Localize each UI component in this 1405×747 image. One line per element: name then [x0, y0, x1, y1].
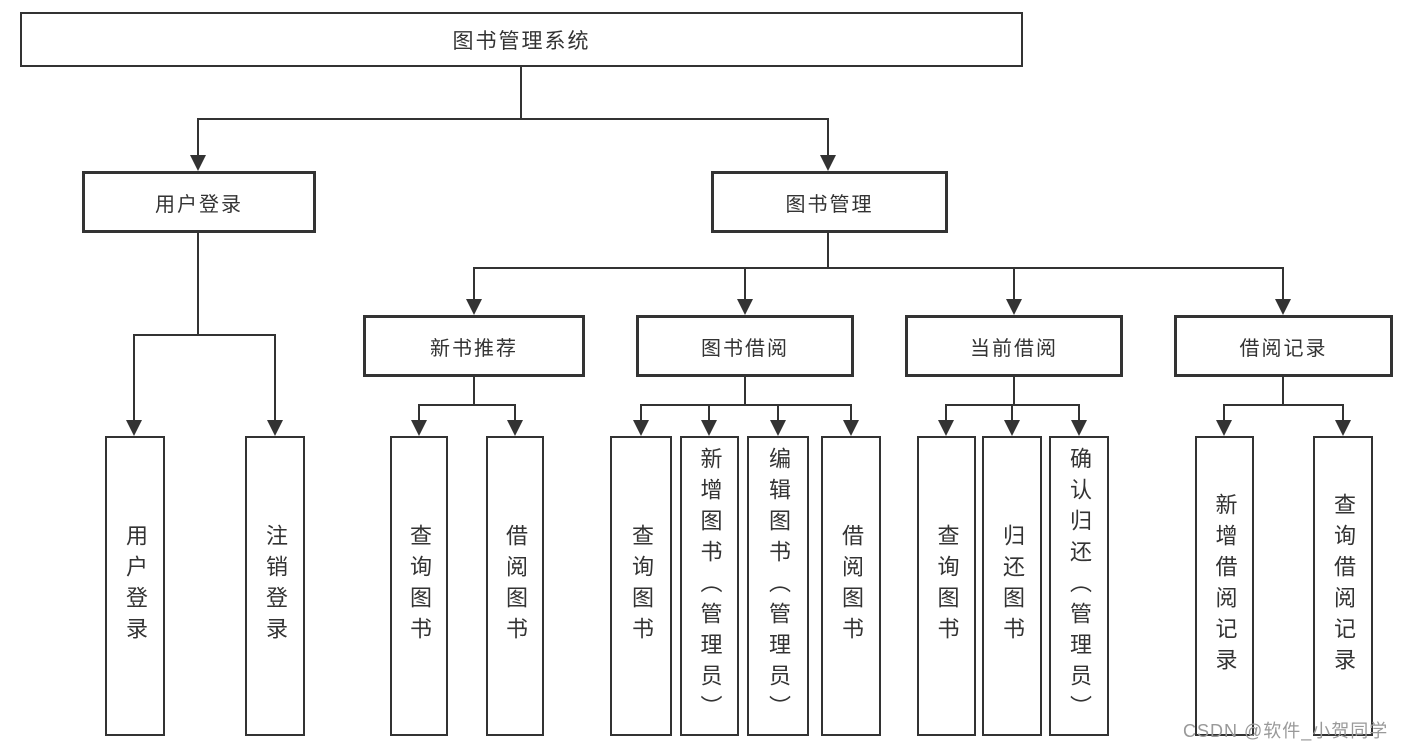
- leaf-label: 注销登录: [263, 524, 288, 648]
- connector-drop-book-borrow: [744, 267, 746, 300]
- arrow-down-icon: [1006, 299, 1022, 315]
- connector-group2-drop0: [945, 404, 947, 421]
- leaf-query-books-borrow: 查询图书: [610, 436, 672, 736]
- node-label: 当前借阅: [970, 337, 1058, 360]
- connector-group1-drop1: [708, 404, 710, 421]
- leaf-label: 新增借阅记录: [1212, 493, 1238, 679]
- connector-root-bus: [197, 118, 829, 120]
- node-label: 图书管理: [785, 193, 874, 216]
- arrow-down-icon: [1216, 420, 1232, 436]
- leaf-query-borrow-record: 查询借阅记录: [1313, 436, 1373, 736]
- connector-group1-drop2: [777, 404, 779, 421]
- leaf-query-books-recommend: 查询图书: [390, 436, 448, 736]
- arrow-down-icon: [507, 420, 523, 436]
- connector-userlogin-bus: [133, 334, 276, 336]
- leaf-label: 查询图书: [934, 524, 960, 648]
- connector-bookmgmt-stem: [827, 233, 829, 268]
- leaf-label: 编辑图书（管理员）: [766, 446, 791, 726]
- arrow-down-icon: [737, 299, 753, 315]
- leaf-user-login: 用户登录: [105, 436, 165, 736]
- connector-root-stem: [520, 67, 522, 119]
- arrow-down-icon: [190, 155, 206, 171]
- arrow-down-icon: [701, 420, 717, 436]
- node-book-management: 图书管理: [711, 171, 948, 233]
- arrow-down-icon: [1335, 420, 1351, 436]
- connector-userlogin-stem: [197, 233, 199, 335]
- connector-group2-stem: [1013, 377, 1015, 405]
- node-label: 用户登录: [155, 193, 243, 216]
- arrow-down-icon: [938, 420, 954, 436]
- node-label: 新书推荐: [430, 337, 518, 360]
- connector-group2-drop1: [1011, 404, 1013, 421]
- leaf-label: 借阅图书: [503, 524, 528, 648]
- leaf-borrow-books-recommend: 借阅图书: [486, 436, 544, 736]
- leaf-label: 查询图书: [629, 524, 654, 648]
- connector-drop-new-book: [473, 267, 475, 300]
- connector-group1-bus: [640, 404, 852, 406]
- arrow-down-icon: [843, 420, 859, 436]
- arrow-down-icon: [466, 299, 482, 315]
- leaf-add-borrow-record: 新增借阅记录: [1195, 436, 1254, 736]
- connector-drop-user-login: [197, 118, 199, 156]
- arrow-down-icon: [1275, 299, 1291, 315]
- node-book-borrow: 图书借阅: [636, 315, 854, 377]
- leaf-label: 查询借阅记录: [1331, 493, 1356, 679]
- leaf-label: 用户登录: [123, 524, 148, 648]
- connector-drop-current-borrow: [1013, 267, 1015, 300]
- leaf-label: 借阅图书: [839, 524, 864, 648]
- connector-group3-drop1: [1342, 404, 1344, 421]
- connector-group1-stem: [744, 377, 746, 405]
- leaf-logout: 注销登录: [245, 436, 305, 736]
- connector-group0-drop1: [514, 404, 516, 421]
- connector-group3-bus: [1223, 404, 1344, 406]
- arrow-down-icon: [1071, 420, 1087, 436]
- leaf-label: 查询图书: [407, 524, 432, 648]
- arrow-down-icon: [126, 420, 142, 436]
- node-library-management-system: 图书管理系统: [20, 12, 1023, 67]
- leaf-label: 新增图书（管理员）: [697, 446, 723, 726]
- leaf-confirm-return-admin: 确认归还（管理员）: [1049, 436, 1109, 736]
- node-borrow-records: 借阅记录: [1174, 315, 1393, 377]
- leaf-edit-books-admin: 编辑图书（管理员）: [747, 436, 809, 736]
- leaf-query-books-current: 查询图书: [917, 436, 976, 736]
- leaf-label: 归还图书: [1000, 524, 1025, 648]
- connector-drop-book-management: [827, 118, 829, 156]
- node-label: 图书管理系统: [452, 29, 591, 53]
- connector-group0-bus: [418, 404, 516, 406]
- csdn-watermark: CSDN @软件_小贺同学: [1183, 721, 1389, 741]
- node-label: 借阅记录: [1239, 337, 1328, 360]
- arrow-down-icon: [267, 420, 283, 436]
- arrow-down-icon: [770, 420, 786, 436]
- connector-group2-drop2: [1078, 404, 1080, 421]
- arrow-down-icon: [1004, 420, 1020, 436]
- arrow-down-icon: [411, 420, 427, 436]
- connector-drop-login-leaf: [133, 334, 135, 421]
- node-label: 图书借阅: [701, 337, 789, 360]
- connector-drop-borrow-records: [1282, 267, 1284, 300]
- leaf-borrow-books: 借阅图书: [821, 436, 881, 736]
- connector-group1-drop0: [640, 404, 642, 421]
- arrow-down-icon: [633, 420, 649, 436]
- node-new-book-recommend: 新书推荐: [363, 315, 585, 377]
- connector-group0-drop0: [418, 404, 420, 421]
- connector-group0-stem: [473, 377, 475, 405]
- connector-drop-logout-leaf: [274, 334, 276, 421]
- connector-bookmgmt-bus: [473, 267, 1284, 269]
- arrow-down-icon: [820, 155, 836, 171]
- node-current-borrow: 当前借阅: [905, 315, 1123, 377]
- leaf-return-books: 归还图书: [982, 436, 1042, 736]
- node-user-login: 用户登录: [82, 171, 316, 233]
- leaf-add-books-admin: 新增图书（管理员）: [680, 436, 739, 736]
- connector-group3-stem: [1282, 377, 1284, 405]
- leaf-label: 确认归还（管理员）: [1067, 446, 1092, 726]
- connector-group1-drop3: [850, 404, 852, 421]
- connector-group3-drop0: [1223, 404, 1225, 421]
